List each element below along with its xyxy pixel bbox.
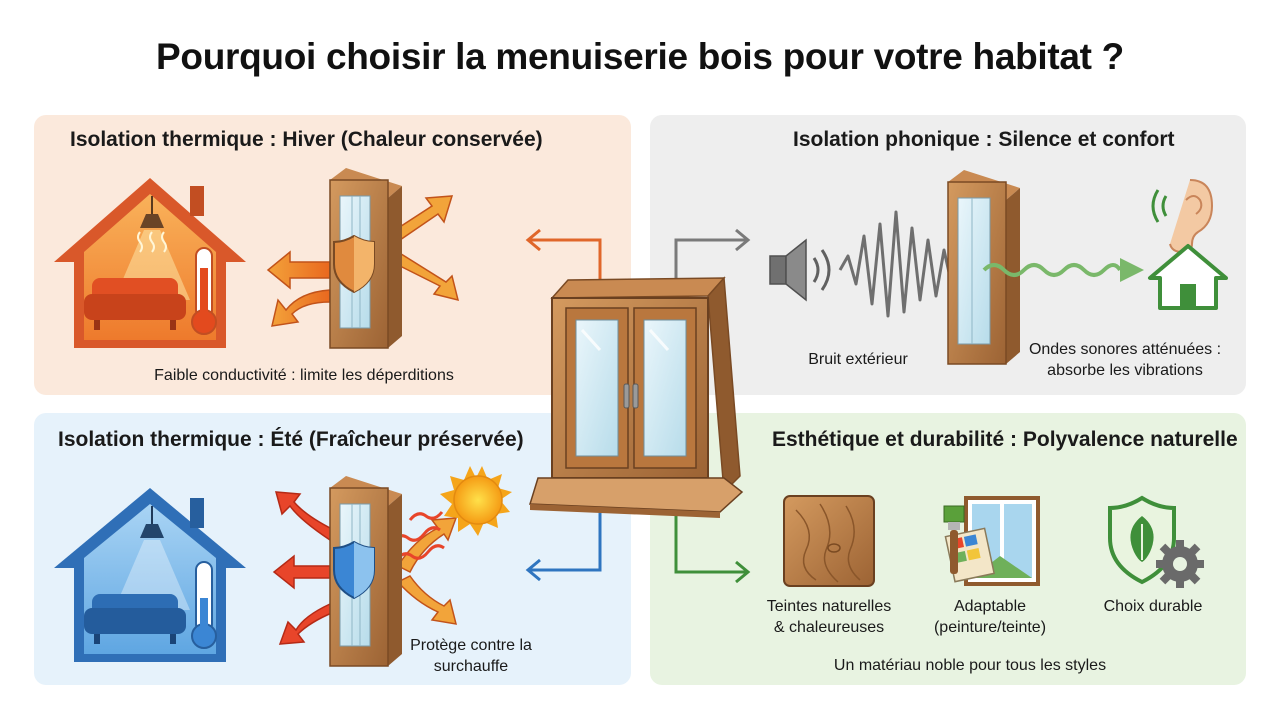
sofa-icon [84, 278, 186, 330]
style-item1-caption: Teintes naturelles & chaleureuses [744, 596, 914, 638]
style-item2-line1: Adaptable [953, 598, 1027, 615]
thermometer-icon [191, 247, 217, 335]
sound-title: Isolation phonique : Silence et confort [793, 128, 1175, 151]
wooden-window-icon-central [528, 276, 744, 518]
sun-ray-arrow-icon [396, 517, 458, 625]
summer-caption-line1: Protège contre la [410, 637, 532, 654]
style-item3-caption: Choix durable [1103, 598, 1203, 615]
connector-arrow-style [674, 500, 751, 584]
summer-title: Isolation thermique : Été (Fraîcheur pré… [58, 428, 524, 451]
summer-caption-line2: surchauffe [433, 658, 509, 675]
cold-arrow-icon [390, 195, 460, 302]
shield-icon-summer [333, 540, 375, 600]
style-title: Esthétique et durabilité : Polyvalence n… [772, 428, 1238, 451]
heat-reflect-arrow-icon [272, 491, 336, 645]
attenuated-wave-icon [982, 258, 1144, 282]
style-footer: Un matériau noble pour tous les styles [833, 657, 1107, 674]
house-icon-sound [1148, 244, 1228, 310]
style-item2-caption: Adaptable (peinture/teinte) [905, 596, 1075, 638]
shield-icon [333, 234, 375, 294]
speaker-icon [769, 238, 831, 302]
paint-brush-icon [943, 496, 1040, 586]
connector-arrow-winter [525, 228, 602, 290]
winter-title: Isolation thermique : Hiver (Chaleur con… [70, 128, 543, 151]
summer-caption: Protège contre la surchauffe [396, 635, 546, 677]
style-item1-line2: & chaleureuses [773, 619, 885, 636]
style-item2-line2: (peinture/teinte) [933, 619, 1047, 636]
page-title: Pourquoi choisir la menuiserie bois pour… [156, 36, 1124, 77]
style-item1-line1: Teintes naturelles [766, 598, 892, 615]
ear-icon [1151, 179, 1214, 254]
connector-arrow-summer [525, 500, 602, 582]
connector-arrow-sound [674, 228, 751, 290]
lamp-icon-summer [114, 506, 190, 610]
winter-caption: Faible conductivité : limite les déperdi… [154, 367, 454, 384]
thermometer-icon-summer [191, 561, 217, 649]
sound-caption-noise: Bruit extérieur [808, 351, 908, 368]
heat-waves-icon [137, 231, 167, 253]
heat-arrow-icon [266, 250, 331, 327]
sound-caption-waves-line2: absorbe les vibrations [1047, 362, 1203, 379]
wood-texture-icon [783, 495, 875, 587]
gear-icon [1156, 540, 1204, 588]
sound-caption-waves: Ondes sonores atténuées : absorbe les vi… [1010, 339, 1240, 381]
sun-icon [440, 466, 512, 536]
wooden-window-icon-sound [947, 170, 1020, 365]
sofa-icon-summer [84, 594, 186, 644]
sound-caption-waves-line1: Ondes sonores atténuées : [1028, 341, 1222, 358]
